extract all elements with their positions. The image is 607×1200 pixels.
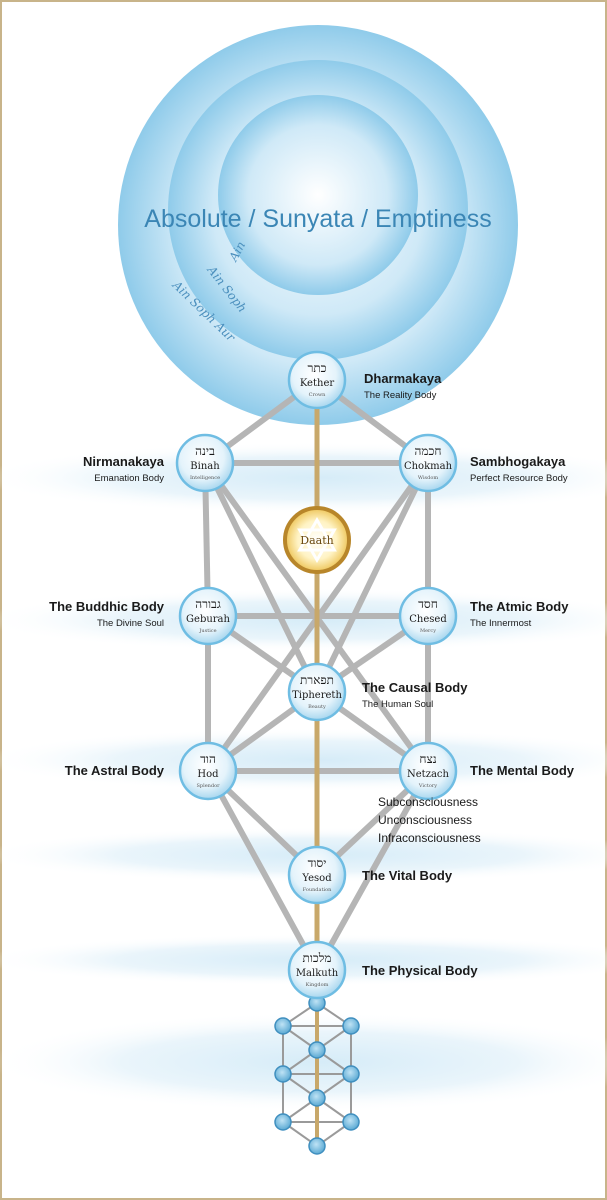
path-chokmah-tiphereth — [314, 460, 431, 695]
body-label-malkuth: The Physical Body — [362, 963, 478, 978]
lattice-node — [308, 1041, 326, 1059]
star-of-david-icon — [297, 516, 337, 552]
body-label-hod: The Astral Body — [65, 763, 165, 778]
lattice-node — [274, 1017, 292, 1035]
subconsciousness-label: Subconsciousness — [378, 795, 478, 809]
subconscious-labels: Subconsciousness Unconsciousness Infraco… — [378, 795, 481, 845]
lattice-node — [308, 1089, 326, 1107]
sephirah-hebrew: כתר — [307, 361, 326, 375]
sephirah-circle — [398, 433, 458, 493]
body-sublabel-kether: The Reality Body — [364, 390, 437, 401]
body-sublabel-binah: Emanation Body — [94, 473, 164, 484]
sephirah-meaning: Beauty — [308, 704, 326, 710]
sephirah-name: Binah — [190, 461, 220, 472]
sephirah-name: Chokmah — [404, 461, 453, 472]
body-label-geburah: The Buddhic Body — [49, 599, 165, 614]
sephirah-hebrew: יסוד — [308, 856, 327, 870]
sephirah-circle — [287, 940, 347, 1000]
body-label-tiphereth: The Causal Body — [362, 680, 468, 695]
path-hod-malkuth — [205, 768, 320, 973]
plane-band — [0, 1012, 607, 1112]
body-sublabel-chesed: The Innermost — [470, 618, 532, 629]
body-label-yesod: The Vital Body — [362, 868, 453, 883]
path-netzach-malkuth — [314, 768, 431, 973]
sephirah-daath: Daath — [283, 506, 351, 574]
star-of-david-icon — [297, 528, 337, 564]
sephirah-hebrew: מלכות — [303, 951, 332, 965]
sephirah-circle — [178, 586, 238, 646]
sephirah-circle — [287, 845, 347, 905]
sephirah-name: Geburah — [186, 614, 230, 625]
body-label-kether: Dharmakaya — [364, 371, 442, 386]
plane-band — [0, 728, 607, 792]
infraconsciousness-label: Infraconsciousness — [378, 831, 481, 845]
lattice-node — [342, 1113, 360, 1131]
sephirah-meaning: Victory — [418, 783, 437, 789]
sephirah-hebrew: נצח — [419, 752, 436, 766]
lattice-node — [308, 1137, 326, 1155]
body-sublabel-geburah: The Divine Soul — [97, 618, 164, 629]
sephirah-name: Malkuth — [296, 968, 339, 979]
body-label-chokmah: Sambhogakaya — [470, 454, 566, 469]
sephirah-circle — [178, 741, 238, 801]
plane-band — [0, 588, 607, 652]
sephirah-hebrew: הוד — [200, 752, 216, 766]
sephirah-circle — [398, 741, 458, 801]
sephirah-hebrew: בינה — [195, 444, 215, 458]
diagram-title: Absolute / Sunyata / Emptiness — [144, 205, 491, 233]
sephirah-meaning: Justice — [198, 628, 216, 634]
sephirah-hebrew: חכמה — [415, 444, 442, 458]
veils-of-negative-existence — [118, 25, 518, 425]
body-label-netzach: The Mental Body — [470, 763, 575, 778]
sephirah-circle — [287, 350, 347, 410]
path-binah-tiphereth — [202, 460, 320, 695]
body-label-chesed: The Atmic Body — [470, 599, 569, 614]
sephirah-name: Hod — [197, 769, 219, 780]
lattice-node — [342, 1065, 360, 1083]
sephirah-meaning: Kingdom — [306, 982, 329, 988]
unconsciousness-label: Unconsciousness — [378, 813, 472, 827]
sephirah-circle — [398, 586, 458, 646]
sephirah-hebrew: חסד — [418, 597, 438, 611]
sephirah-name: Netzach — [407, 769, 450, 780]
veil-ain-circle — [218, 95, 418, 295]
lower-tree — [274, 994, 360, 1155]
body-label-binah: Nirmanakaya — [83, 454, 165, 469]
sephirah-meaning: Splendor — [196, 783, 220, 789]
sephirah-meaning: Wisdom — [418, 475, 438, 481]
daath-circle — [283, 506, 351, 574]
sephirah-name: Tiphereth — [292, 690, 342, 701]
sephirah-circle — [175, 433, 235, 493]
body-sublabel-tiphereth: The Human Soul — [362, 699, 433, 710]
sephirah-meaning: Crown — [309, 392, 327, 398]
lattice-node — [274, 1113, 292, 1131]
lattice-node — [274, 1065, 292, 1083]
sephirah-name: Kether — [300, 378, 334, 389]
sephirah-meaning: Intelligence — [190, 475, 220, 481]
sephirah-name: Daath — [300, 534, 333, 547]
sephirah-name: Yesod — [301, 873, 332, 884]
body-sublabel-chokmah: Perfect Resource Body — [470, 473, 568, 484]
lattice-node — [342, 1017, 360, 1035]
sephirah-meaning: Foundation — [303, 887, 332, 893]
sephirah-name: Chesed — [409, 614, 447, 625]
sephirah-meaning: Mercy — [420, 628, 436, 634]
sephirah-circle — [287, 662, 347, 722]
sephirah-hebrew: תפארת — [300, 673, 334, 687]
sephirah-hebrew: גבורה — [195, 597, 221, 611]
